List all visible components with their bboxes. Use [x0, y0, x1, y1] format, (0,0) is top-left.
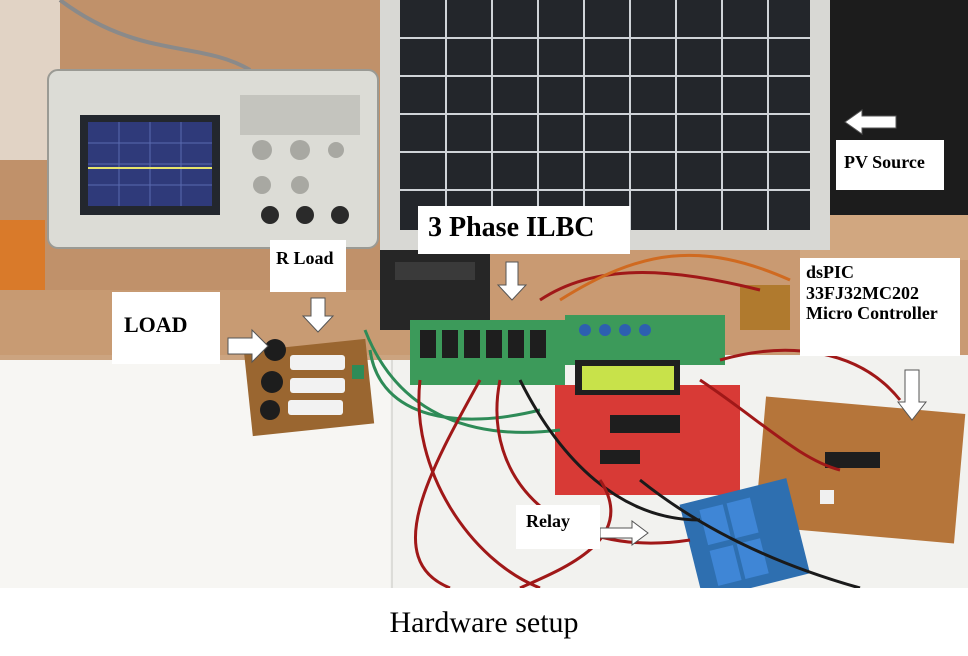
label-3-phase-ilbc: 3 Phase ILBC [418, 206, 630, 254]
arrow-ilbc [496, 261, 528, 301]
relay-module [679, 478, 810, 588]
label-microcontroller-line3: Micro Controller [806, 303, 938, 324]
gate-driver-board [565, 315, 725, 365]
label-microcontroller: dsPIC 33FJ32MC202 Micro Controller [800, 258, 960, 356]
arrow-relay [599, 520, 649, 546]
hardware-photo: LOAD R Load 3 Phase ILBC PV Source dsPIC… [0, 0, 968, 588]
resistive-load [243, 338, 375, 437]
oscilloscope [47, 69, 379, 249]
ilbc-board [410, 320, 565, 385]
figure-caption: Hardware setup [389, 606, 579, 639]
lcd-display [582, 366, 674, 390]
label-pv-source: PV Source [836, 140, 944, 190]
microcontroller-board [754, 396, 966, 544]
label-microcontroller-line1: dsPIC [806, 262, 855, 282]
arrow-controller [896, 369, 928, 421]
control-board [555, 360, 740, 495]
label-relay: Relay [516, 505, 600, 549]
orange-cable-bundle [0, 220, 45, 290]
label-r-load: R Load [270, 240, 346, 292]
label-microcontroller-line2: 33FJ32MC202 [806, 282, 919, 303]
arrow-pv-source [844, 109, 897, 135]
arrow-r-load [301, 297, 335, 333]
label-load: LOAD [112, 292, 220, 364]
ilbc-heatsink [380, 250, 490, 330]
transformer [740, 285, 790, 330]
arrow-load [227, 328, 269, 364]
annotation-arrows [227, 109, 928, 546]
wiring [363, 253, 902, 588]
